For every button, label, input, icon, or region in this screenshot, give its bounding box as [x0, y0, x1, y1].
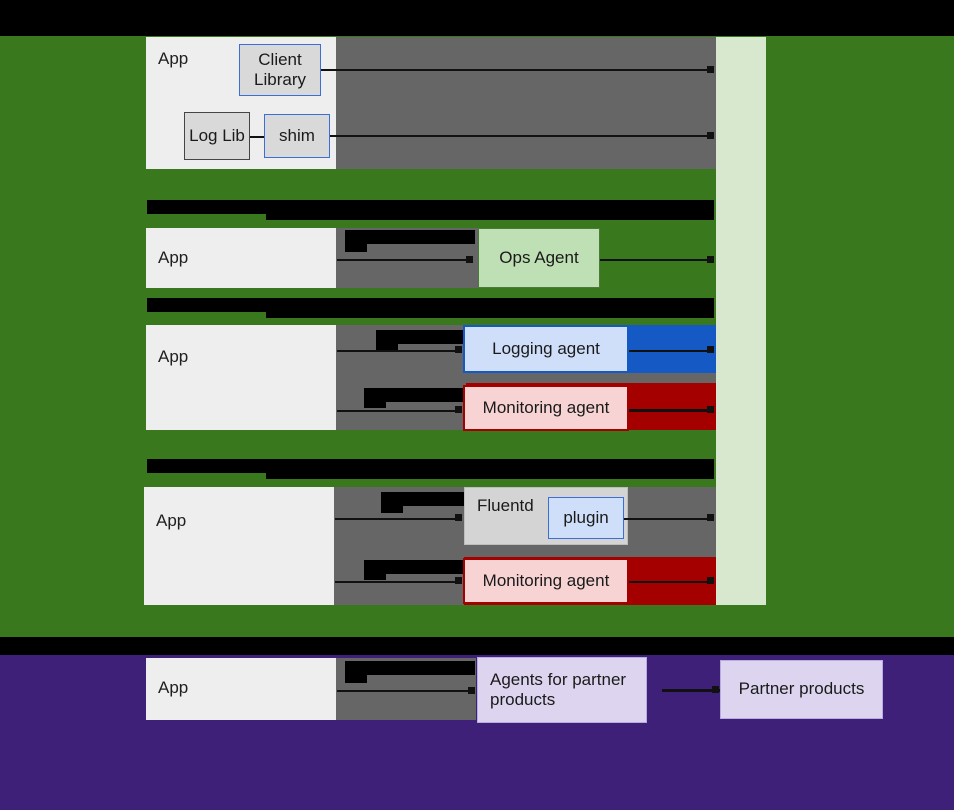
- logging-agent-flow-endpoint: [707, 346, 714, 353]
- row2-app-to-ops-line: [337, 259, 470, 261]
- redaction-row3-monitoring-lower: [364, 397, 386, 408]
- agents-to-partner-endpoint: [712, 686, 719, 693]
- row4-app-to-fluentd-endpoint: [455, 514, 462, 521]
- shim-node[interactable]: shim: [264, 114, 330, 158]
- row3-app-label: App: [158, 347, 189, 366]
- partner-agents-label: Agents for partner products: [490, 669, 627, 709]
- row4-app-to-monitoring-endpoint: [455, 577, 462, 584]
- row3-app-to-monitoring-line: [337, 410, 459, 412]
- row4-app-box: App: [144, 487, 334, 605]
- redaction-bar-row3-lower: [266, 304, 714, 318]
- row3-app-to-logging-endpoint: [455, 346, 462, 353]
- fluentd-plugin-flow-endpoint: [707, 514, 714, 521]
- row3-monitoring-flow-endpoint: [707, 406, 714, 413]
- row3-app-to-logging-line: [337, 350, 459, 352]
- redaction-bar-row4-lower: [266, 465, 714, 479]
- partner-products-label: Partner products: [738, 679, 865, 699]
- fluentd-label: Fluentd: [477, 496, 534, 515]
- logging-agent-node[interactable]: Logging agent: [463, 325, 629, 373]
- redaction-row4-fluentd-upper: [381, 492, 481, 506]
- partner-products-node[interactable]: Partner products: [720, 660, 883, 719]
- redaction-row4-monitoring-lower: [364, 569, 386, 580]
- loglib-to-shim-connector: [250, 136, 264, 138]
- row5-app-to-agents-endpoint: [468, 687, 475, 694]
- log-lib-label: Log Lib: [189, 125, 245, 145]
- row3-monitoring-agent-label: Monitoring agent: [482, 397, 610, 417]
- ops-agent-flow-line: [600, 259, 711, 261]
- row4-monitoring-agent-node[interactable]: Monitoring agent: [463, 558, 629, 604]
- row4-monitoring-flow-line: [629, 581, 711, 583]
- top-black-bar: [0, 0, 954, 36]
- shim-label: shim: [279, 125, 315, 145]
- redaction-row3-logging-upper: [376, 330, 476, 344]
- row3-monitoring-flow-line: [629, 409, 711, 412]
- fluentd-plugin-label: plugin: [563, 507, 609, 527]
- row5-app-to-agents-line: [337, 690, 470, 692]
- redaction-row2-protocol-lower: [345, 240, 367, 252]
- redaction-row2-protocol-upper: [345, 230, 475, 244]
- row3-app-to-monitoring-endpoint: [455, 406, 462, 413]
- row1-app-label: App: [158, 49, 189, 68]
- ops-agent-label: Ops Agent: [499, 247, 579, 267]
- redaction-bar-row5-upper: [147, 637, 714, 651]
- logging-agent-label: Logging agent: [492, 338, 600, 358]
- row5-app-label: App: [158, 678, 189, 697]
- row3-monitoring-agent-node[interactable]: Monitoring agent: [463, 385, 629, 431]
- row2-app-box: App: [146, 228, 336, 288]
- row4-app-label: App: [156, 511, 187, 530]
- ops-agent-flow-endpoint: [707, 256, 714, 263]
- redaction-row3-logging-lower: [376, 340, 398, 351]
- redaction-row5-protocol-upper: [345, 661, 475, 675]
- logging-agent-flow-line: [629, 350, 711, 352]
- row5-app-box: App: [146, 658, 336, 720]
- client-library-flow-line: [321, 69, 711, 71]
- row3-band-divider: [466, 373, 716, 383]
- partner-agents-node[interactable]: Agents for partner products: [477, 657, 647, 723]
- redaction-row5-protocol-lower: [345, 671, 367, 683]
- row2-app-label: App: [158, 248, 189, 267]
- fluentd-plugin-flow-line: [624, 518, 711, 520]
- agents-to-partner-line: [662, 689, 720, 692]
- row4-monitoring-flow-endpoint: [707, 577, 714, 584]
- ops-agent-node[interactable]: Ops Agent: [478, 228, 600, 288]
- shim-flow-line: [330, 135, 711, 137]
- row4-app-to-fluentd-line: [335, 518, 459, 520]
- row3-app-box: App: [146, 325, 336, 430]
- row2-app-to-ops-endpoint: [466, 256, 473, 263]
- redaction-row4-fluentd-lower: [381, 502, 403, 513]
- client-library-flow-endpoint: [707, 66, 714, 73]
- client-library-node[interactable]: Client Library: [239, 44, 321, 96]
- log-lib-node[interactable]: Log Lib: [184, 112, 250, 160]
- client-library-label: Client Library: [254, 49, 306, 89]
- shim-flow-endpoint: [707, 132, 714, 139]
- redaction-row3-monitoring-upper: [364, 388, 464, 402]
- redaction-bar-row2-lower: [266, 206, 714, 220]
- row4-app-to-monitoring-line: [335, 581, 459, 583]
- destination-column: [716, 37, 766, 605]
- fluentd-plugin-node[interactable]: plugin: [548, 497, 624, 539]
- row4-monitoring-agent-label: Monitoring agent: [482, 570, 610, 590]
- row1-transport-band: [336, 37, 716, 169]
- redaction-row4-monitoring-upper: [364, 560, 464, 574]
